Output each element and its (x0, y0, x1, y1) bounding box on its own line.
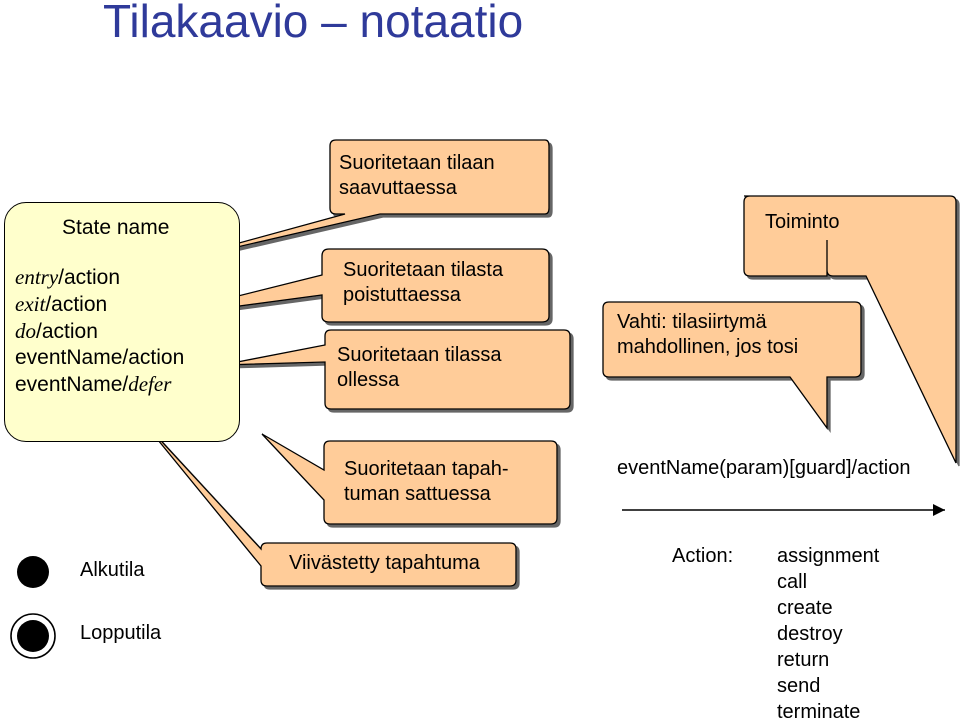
callout-do (221, 329, 571, 410)
state-line-exit: exit/action (15, 292, 108, 316)
list-item: create (777, 597, 833, 619)
callout-toiminto-text: Toiminto (765, 211, 840, 233)
list-item: call (777, 571, 808, 593)
callout-entry (154, 139, 550, 267)
callout-guard (602, 301, 862, 431)
state-line-do: do/action (15, 319, 98, 343)
list-item: return (777, 649, 830, 671)
callout-defer (139, 417, 517, 587)
state-line-entry: entry/action (15, 265, 121, 289)
state-line-event-defer: eventName/defer (15, 372, 172, 396)
callout-exit (149, 248, 550, 323)
arrowhead-icon (933, 504, 945, 516)
callout-event (261, 433, 558, 525)
state-internal-activities: entry/action exit/action do/action event… (15, 264, 184, 398)
list-item: send (777, 675, 821, 697)
actions-label: Action: (672, 545, 734, 567)
callout-defer-text: Viivästetty tapahtuma (289, 552, 480, 574)
state-name: State name (62, 216, 170, 239)
page-title: Tilakaavio – notaatio (103, 0, 524, 47)
legend-final-label: Lopputila (80, 622, 162, 644)
legend-initial-label: Alkutila (80, 559, 145, 581)
state-line-event-action: eventName/action (15, 346, 185, 369)
callout-toiminto (743, 195, 957, 464)
callout-event-text: Suoritetaan tapah-tuman sattuessa (344, 458, 509, 505)
initial-state-icon (17, 556, 49, 588)
final-state-inner-icon (17, 620, 49, 652)
list-item: assignment (777, 545, 880, 567)
list-item: terminate (777, 701, 861, 723)
state-box (4, 202, 240, 442)
list-item: destroy (777, 623, 843, 645)
actions-list: assignment call create destroy return se… (777, 543, 879, 725)
transition-label: eventName(param)[guard]/action (617, 457, 911, 479)
